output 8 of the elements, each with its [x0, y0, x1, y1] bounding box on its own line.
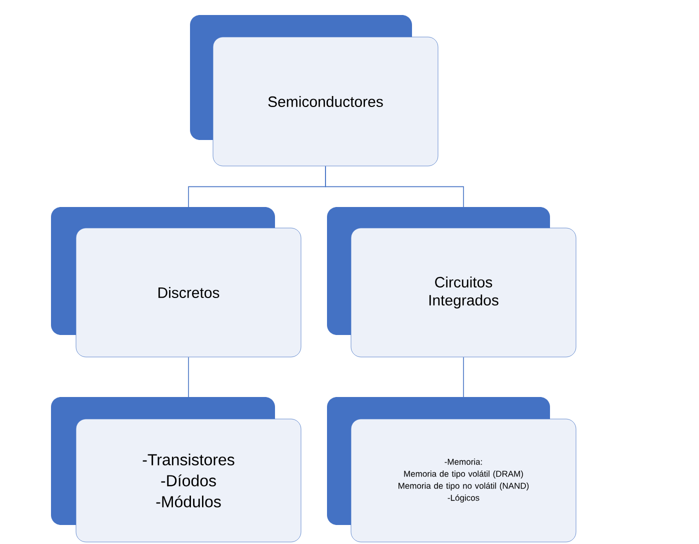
process-box: -Memoria: Memoria de tipo volátil (DRAM) Memoria de tipo no volátil (NAND) -Lógicos	[327, 397, 576, 542]
connector-line	[325, 166, 464, 208]
connector-line	[188, 356, 189, 398]
process-box: Semiconductores	[190, 15, 438, 166]
process-box: Circuitos Integrados	[327, 207, 576, 358]
process-box: -Transistores -Díodos -Módulos	[51, 397, 302, 542]
connector-line	[463, 356, 464, 398]
process-box: Discretos	[51, 207, 302, 358]
